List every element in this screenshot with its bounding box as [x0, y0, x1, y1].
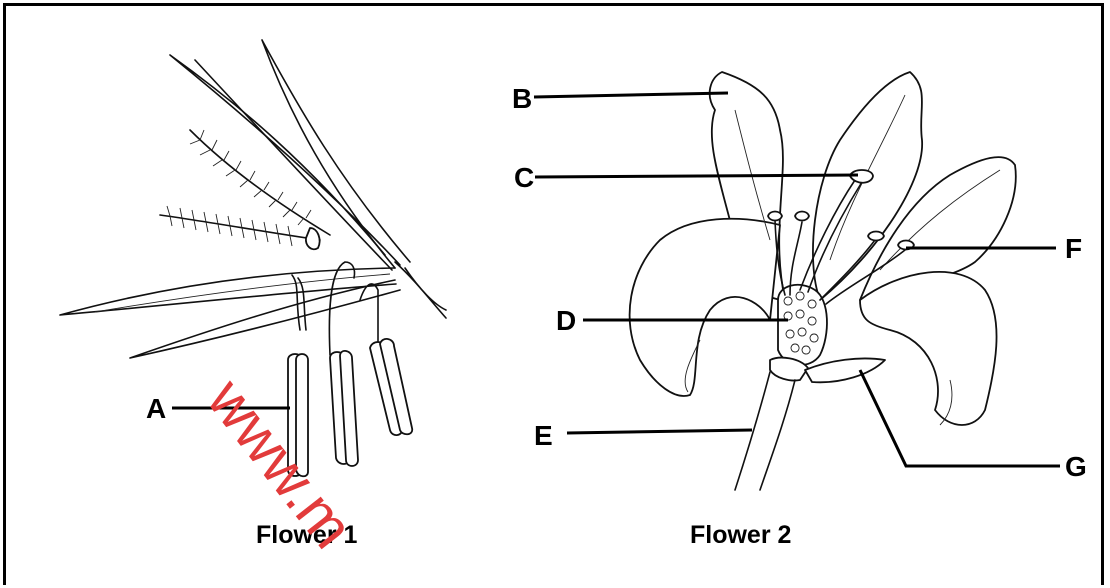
- ovary-d: [778, 285, 827, 365]
- label-g: G: [1065, 451, 1087, 482]
- label-f: F: [1065, 233, 1082, 264]
- feathery-stigma-2: [160, 206, 320, 246]
- label-c: C: [514, 162, 534, 193]
- label-a: A: [146, 393, 166, 424]
- sepal-g: [805, 358, 885, 382]
- caption-flower-2: Flower 2: [690, 521, 791, 549]
- label-e: E: [534, 420, 553, 451]
- label-b: B: [512, 83, 532, 114]
- label-d: D: [556, 305, 576, 336]
- flower-2-drawing: [630, 72, 1016, 490]
